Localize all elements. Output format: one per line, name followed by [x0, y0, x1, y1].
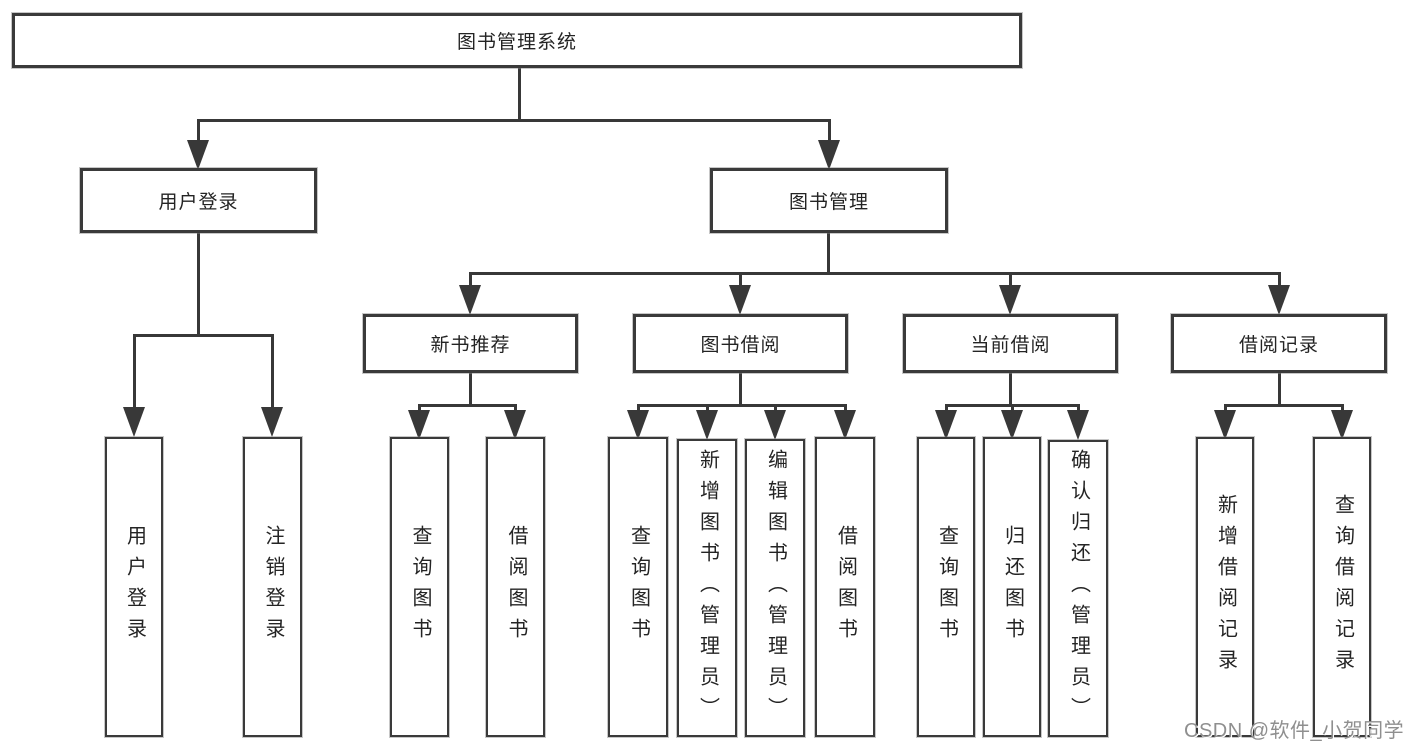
connector-line	[469, 372, 472, 406]
connector-line	[469, 272, 472, 288]
leaf-label: 新增图书（管理员）	[696, 448, 719, 728]
leaf-confirm-return-admin: 确认归还（管理员）	[1048, 440, 1108, 737]
connector-line	[945, 404, 948, 413]
node-label: 当前借阅	[970, 335, 1051, 356]
arrowhead-down	[1331, 410, 1353, 440]
connector-line	[1341, 404, 1344, 413]
arrowhead-down	[1268, 285, 1290, 315]
leaf-user-login: 用户登录	[105, 437, 163, 737]
connector-line	[1224, 404, 1343, 407]
leaf-label: 用户登录	[123, 525, 146, 649]
connector-line	[197, 119, 200, 144]
arrowhead-down	[408, 410, 430, 440]
node-current-borrowing: 当前借阅	[903, 314, 1118, 373]
connector-line	[418, 404, 516, 407]
connector-line	[418, 404, 421, 413]
connector-line	[133, 334, 136, 409]
leaf-add-book-admin: 新增图书（管理员）	[677, 439, 737, 737]
connector-line	[1011, 404, 1014, 413]
arrowhead-down	[999, 285, 1021, 315]
csdn-watermark: CSDN @软件_小贺同学	[1184, 720, 1405, 742]
leaf-query-book-2: 查询图书	[608, 437, 668, 737]
leaf-label: 新增借阅记录	[1214, 494, 1237, 680]
node-book-management: 图书管理	[710, 168, 948, 233]
leaf-label: 借阅图书	[505, 525, 527, 649]
connector-line	[1224, 404, 1227, 413]
connector-line	[844, 404, 847, 413]
node-user-login: 用户登录	[80, 168, 317, 233]
arrowhead-down	[696, 410, 718, 440]
connector-line	[1009, 272, 1012, 288]
leaf-return-book: 归还图书	[983, 437, 1041, 737]
node-book-borrowing: 图书借阅	[633, 314, 848, 373]
leaf-label: 查询图书	[627, 525, 650, 649]
arrowhead-down	[729, 285, 751, 315]
node-label: 图书借阅	[700, 335, 781, 356]
arrowhead-down	[627, 410, 649, 440]
arrowhead-down	[764, 410, 786, 440]
leaf-label: 确认归还（管理员）	[1067, 449, 1090, 728]
arrowhead-down	[1067, 410, 1089, 440]
connector-line	[469, 272, 1280, 275]
leaf-query-book-1: 查询图书	[390, 437, 449, 737]
leaf-logout: 注销登录	[243, 437, 302, 737]
connector-line	[774, 404, 777, 413]
arrowhead-down	[1001, 410, 1023, 440]
arrowhead-down	[123, 407, 145, 437]
node-library-system: 图书管理系统	[12, 13, 1022, 68]
leaf-label: 借阅图书	[834, 525, 857, 649]
connector-line	[1009, 372, 1012, 406]
connector-line	[637, 404, 846, 407]
node-label: 借阅记录	[1238, 335, 1319, 356]
connector-line	[739, 272, 742, 288]
connector-line	[514, 404, 517, 413]
leaf-query-borrow-record: 查询借阅记录	[1313, 437, 1371, 737]
leaf-borrow-book-1: 借阅图书	[486, 437, 545, 737]
connector-line	[197, 233, 200, 336]
connector-line	[518, 66, 521, 119]
leaf-add-borrow-record: 新增借阅记录	[1196, 437, 1254, 737]
leaf-label: 查询借阅记录	[1331, 494, 1354, 680]
leaf-label: 查询图书	[409, 525, 431, 649]
node-label: 新书推荐	[430, 335, 511, 356]
connector-line	[827, 233, 830, 274]
leaf-label: 注销登录	[262, 525, 284, 649]
arrowhead-down	[504, 410, 526, 440]
node-borrowing-records: 借阅记录	[1171, 314, 1387, 373]
arrowhead-down	[935, 410, 957, 440]
leaf-label: 编辑图书（管理员）	[764, 448, 787, 728]
connector-line	[637, 404, 640, 413]
leaf-label: 查询图书	[935, 525, 958, 649]
connector-line	[133, 334, 273, 337]
arrowhead-down	[187, 140, 209, 170]
leaf-edit-book-admin: 编辑图书（管理员）	[745, 439, 805, 737]
arrowhead-down	[459, 285, 481, 315]
leaf-borrow-book-2: 借阅图书	[815, 437, 875, 737]
connector-line	[1077, 404, 1080, 413]
arrowhead-down	[834, 410, 856, 440]
connector-line	[706, 404, 709, 413]
connector-line	[828, 119, 831, 144]
leaf-label: 归还图书	[1001, 525, 1024, 649]
node-new-book-recommend: 新书推荐	[363, 314, 578, 373]
node-label: 图书管理系统	[456, 32, 577, 53]
node-label: 图书管理	[788, 192, 869, 213]
arrowhead-down	[1214, 410, 1236, 440]
arrowhead-down	[261, 407, 283, 437]
connector-line	[739, 372, 742, 406]
connector-line	[1278, 372, 1281, 406]
connector-line	[1278, 272, 1281, 288]
arrowhead-down	[818, 140, 840, 170]
leaf-query-book-3: 查询图书	[917, 437, 975, 737]
connector-line	[197, 119, 831, 122]
connector-line	[271, 334, 274, 409]
node-label: 用户登录	[158, 192, 239, 213]
